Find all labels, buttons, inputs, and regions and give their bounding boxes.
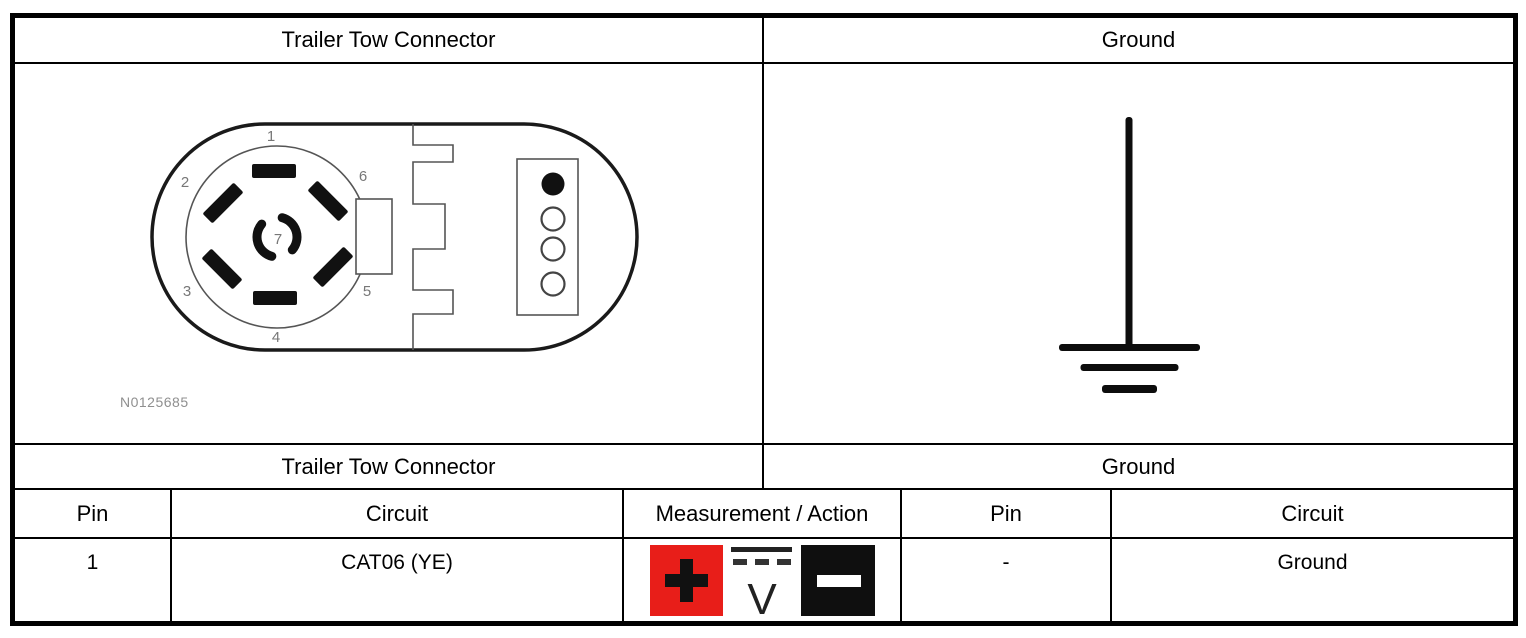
table-row: 1 CAT06 (YE) V: [15, 537, 1513, 621]
col-header-measurement-action: Measurement / Action: [622, 490, 900, 537]
connector-diagram-cell: 1 2 3 4 5 6 7 N0125685: [15, 64, 762, 443]
pinout-diagnostic-table: Trailer Tow Connector Ground: [10, 13, 1518, 626]
negative-probe-icon: [800, 544, 875, 616]
voltmeter-v-label: V: [747, 575, 777, 617]
pin-label-7: 7: [274, 231, 282, 248]
pin-value-left: 1: [86, 551, 99, 574]
col-header-circuit-left: Circuit: [170, 490, 622, 537]
pin-label-4: 4: [272, 329, 280, 346]
dc-voltmeter-icon: V: [730, 546, 792, 617]
image-row: 1 2 3 4 5 6 7 N0125685: [15, 62, 1513, 443]
col-header-pin-right: Pin: [900, 490, 1110, 537]
pin-label-2: 2: [181, 174, 189, 191]
col-header-circuit-right: Circuit: [1110, 490, 1513, 537]
left-table-title: Trailer Tow Connector: [281, 453, 496, 479]
pin-label-3: 3: [183, 283, 191, 300]
figure-id: N0125685: [120, 394, 189, 410]
left-section-title: Trailer Tow Connector: [281, 27, 496, 52]
mid-header-row: Trailer Tow Connector Ground: [15, 443, 1513, 488]
ground-symbol-cell: [762, 64, 1513, 443]
column-header-row: Pin Circuit Measurement / Action Pin Cir…: [15, 488, 1513, 537]
pin-label-6: 6: [359, 168, 367, 185]
pin-value-right: -: [900, 539, 1110, 621]
positive-probe-icon: [649, 544, 723, 616]
trailer-tow-connector-icon: 1 2 3 4 5 6 7: [150, 122, 639, 352]
col-header-pin-left: Pin: [76, 500, 109, 526]
top-header-row: Trailer Tow Connector Ground: [15, 18, 1513, 62]
pin-contacts: [202, 164, 353, 305]
ground-symbol-icon: [1059, 117, 1200, 393]
right-section-title: Ground: [762, 18, 1513, 62]
right-table-title: Ground: [762, 445, 1513, 488]
circuit-value-left: CAT06 (YE): [170, 539, 622, 621]
measurement-action-cell: V: [622, 539, 900, 621]
circuit-value-right: Ground: [1110, 539, 1513, 621]
pin-label-5: 5: [363, 283, 371, 300]
pin-label-1: 1: [267, 128, 275, 145]
